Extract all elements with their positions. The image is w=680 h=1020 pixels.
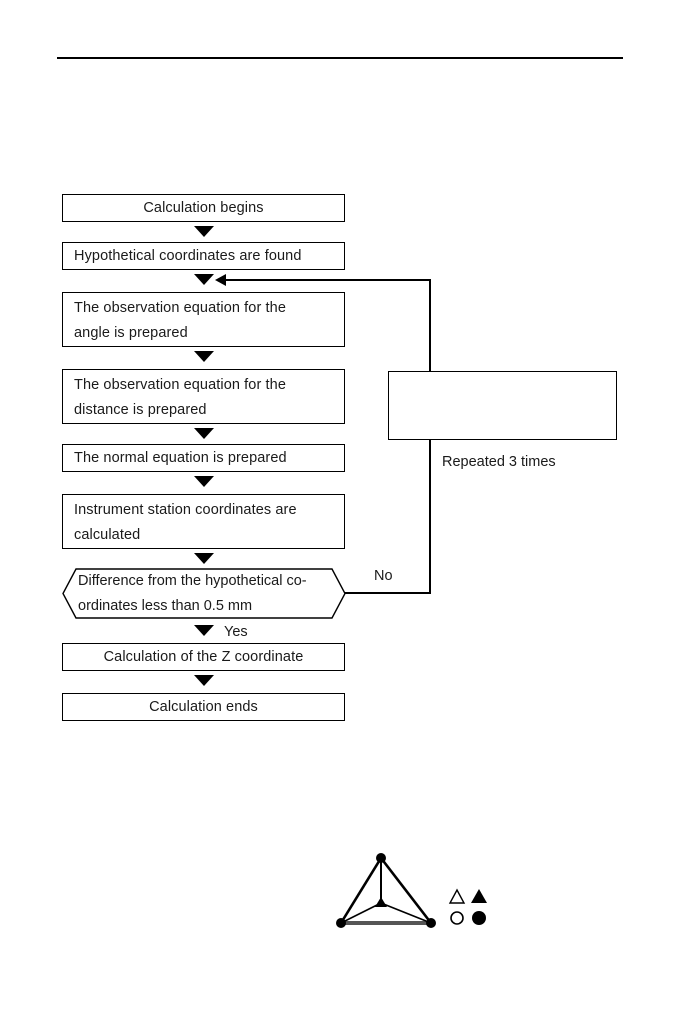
decision-no-label: No <box>374 568 393 584</box>
flow-node-start-label: Calculation begins <box>143 200 264 216</box>
flow-node-z-coordinate-label: Calculation of the Z coordinate <box>103 649 304 665</box>
feedback-line-horizontal-top <box>226 279 431 281</box>
blank-overlay-box[interactable] <box>388 371 617 440</box>
arrow-decision-yes <box>194 625 214 636</box>
filled-triangle-symbol <box>471 889 487 903</box>
decision-hexagon-outline <box>62 568 346 619</box>
flow-node-z-coordinate[interactable]: Calculation of the Z coordinate <box>62 643 345 671</box>
flow-decision-line1: Difference from the hypothetical co- <box>78 573 307 589</box>
arrow-z-to-end <box>194 675 214 686</box>
flow-decision-line2: ordinates less than 0.5 mm <box>78 598 253 614</box>
flow-node-station-coordinates[interactable]: Instrument station coordinates are calcu… <box>62 494 345 549</box>
decision-yes-label: Yes <box>224 624 248 640</box>
flow-node-angle-equation-line1: The observation equation for the <box>74 300 286 316</box>
flow-decision-text: Difference from the hypothetical co- ord… <box>78 568 378 619</box>
flow-node-distance-equation-line1: The observation equation for the <box>74 377 286 393</box>
open-triangle-symbol <box>448 888 466 904</box>
flow-node-start[interactable]: Calculation begins <box>62 194 345 222</box>
repeated-times-label: Repeated 3 times <box>442 454 556 470</box>
flow-node-hypothetical-label: Hypothetical coordinates are found <box>74 248 302 264</box>
header-rule <box>57 57 623 59</box>
flow-decision-difference-check[interactable]: Difference from the hypothetical co- ord… <box>62 568 346 619</box>
flow-node-hypothetical[interactable]: Hypothetical coordinates are found <box>62 242 345 270</box>
flow-node-normal-equation[interactable]: The normal equation is prepared <box>62 444 345 472</box>
flow-node-distance-equation[interactable]: The observation equation for the distanc… <box>62 369 345 424</box>
flow-node-normal-equation-label: The normal equation is prepared <box>74 450 287 466</box>
triangulation-svg <box>336 853 436 928</box>
feedback-arrowhead <box>215 274 226 286</box>
arrow-station-to-decision <box>194 553 214 564</box>
arrow-angle-to-distance <box>194 351 214 362</box>
flow-node-angle-equation-line2: angle is prepared <box>74 325 188 341</box>
flow-node-end-label: Calculation ends <box>149 699 258 715</box>
flow-node-distance-equation-line2: distance is prepared <box>74 402 207 418</box>
figure-legend <box>448 886 492 928</box>
arrow-normal-to-station <box>194 476 214 487</box>
flow-node-end[interactable]: Calculation ends <box>62 693 345 721</box>
arrow-distance-to-normal <box>194 428 214 439</box>
open-circle-symbol <box>450 911 464 925</box>
triangulation-diagram <box>325 845 450 940</box>
figure-legend-svg <box>448 888 487 925</box>
flow-node-station-coordinates-line1: Instrument station coordinates are <box>74 502 297 518</box>
arrow-hypothetical-to-angle <box>194 274 214 285</box>
flow-node-station-coordinates-line2: calculated <box>74 527 141 543</box>
feedback-line-horizontal-bottom <box>345 592 431 594</box>
filled-circle-symbol <box>472 911 486 925</box>
flow-node-angle-equation[interactable]: The observation equation for the angle i… <box>62 292 345 347</box>
arrow-start-to-hypothetical <box>194 226 214 237</box>
